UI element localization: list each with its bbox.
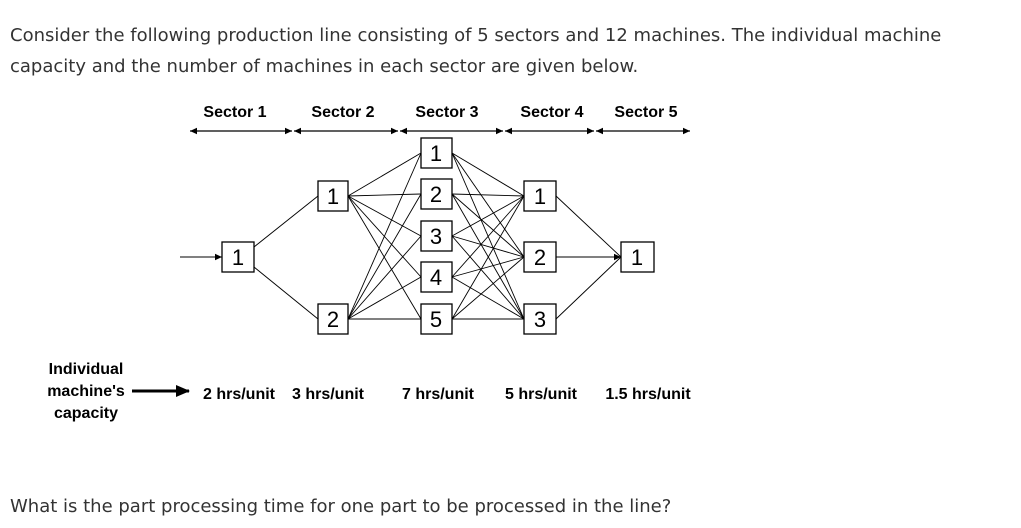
capacity-label-line: capacity (54, 405, 118, 422)
machine-box (420, 261, 453, 293)
sector-labels: Sector 1 Sector 2 Sector 3 Sector 4 Sect… (203, 104, 677, 121)
machine-box (420, 137, 453, 169)
question-text: What is the part processing time for one… (10, 496, 672, 517)
machine-number: 2 (430, 182, 442, 207)
machine-box (620, 241, 655, 273)
capacity-value: 5 hrs/unit (505, 386, 578, 403)
capacity-value: 2 hrs/unit (203, 386, 276, 403)
machine-capacities: 2 hrs/unit 3 hrs/unit 7 hrs/unit 5 hrs/u… (203, 386, 691, 403)
problem-statement: Consider the following production line c… (10, 25, 942, 77)
sector-1-machines: 1 (221, 241, 255, 273)
machine-number: 3 (534, 307, 546, 332)
capacity-value: 3 hrs/unit (292, 386, 365, 403)
machine-number: 4 (430, 265, 442, 290)
sector-5-machines: 1 (620, 241, 655, 273)
sector-label: Sector 2 (311, 104, 374, 121)
machine-box (317, 180, 349, 212)
capacity-label-line: machine's (47, 383, 125, 400)
machine-number: 3 (430, 224, 442, 249)
sector-label: Sector 4 (520, 104, 583, 121)
machine-number: 5 (430, 307, 442, 332)
machine-number: 1 (232, 245, 244, 270)
machine-box (523, 180, 557, 212)
machine-number: 1 (430, 141, 442, 166)
capacity-legend: Individual machine's capacity (47, 361, 190, 422)
machine-connections (180, 152, 622, 320)
machine-box (317, 303, 349, 335)
sector-label: Sector 5 (614, 104, 677, 121)
sector-4-machines: 1 2 3 (523, 180, 557, 335)
machine-number: 2 (534, 245, 546, 270)
machine-number: 2 (327, 307, 339, 332)
machine-number: 1 (327, 184, 339, 209)
sector-label: Sector 1 (203, 104, 266, 121)
machine-box (221, 241, 255, 273)
capacity-label-line: Individual (49, 361, 124, 378)
machine-box (420, 303, 453, 335)
capacity-value: 7 hrs/unit (402, 386, 475, 403)
sector-3-machines: 1 2 3 4 5 (420, 137, 453, 335)
machine-box (523, 303, 557, 335)
machine-number: 1 (534, 184, 546, 209)
sector-label: Sector 3 (415, 104, 478, 121)
machine-box (420, 178, 453, 210)
machine-box (523, 241, 557, 273)
sector-2-machines: 1 2 (317, 180, 349, 335)
machine-box (420, 220, 453, 252)
capacity-value: 1.5 hrs/unit (605, 386, 691, 403)
machine-number: 1 (631, 245, 643, 270)
